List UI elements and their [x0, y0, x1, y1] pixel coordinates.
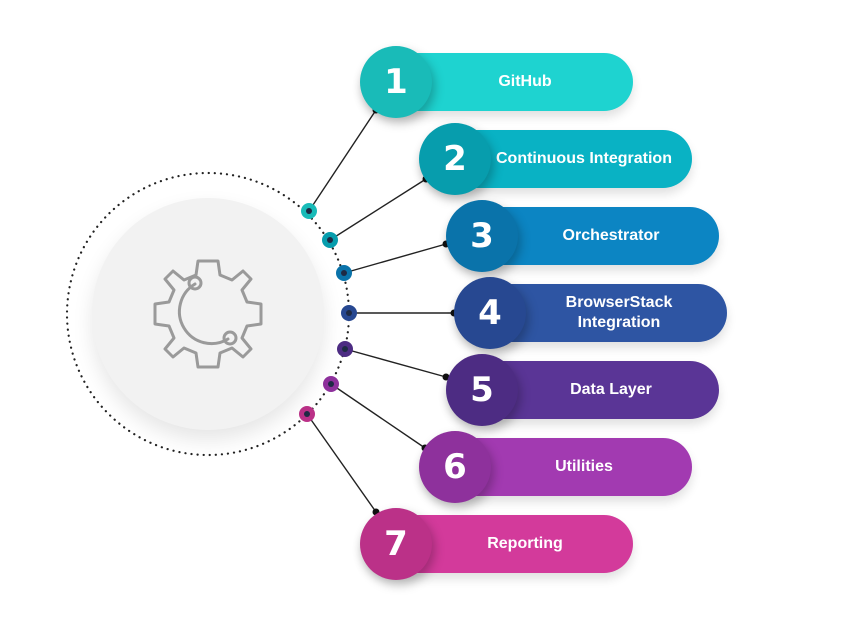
step-7-pill: Reporting 7 — [360, 508, 633, 580]
ring-dot-core-5 — [342, 346, 348, 352]
step-6-label: Utilities — [555, 458, 613, 475]
step-3-label: Orchestrator — [562, 227, 660, 244]
connector-line-3 — [343, 243, 447, 274]
step-6-number-badge: 6 — [419, 431, 491, 503]
step-7-label: Reporting — [487, 535, 563, 552]
connector-line-6 — [330, 383, 426, 449]
connector-line-2 — [329, 178, 427, 241]
gear-icon — [153, 259, 263, 369]
step-2-number-badge: 2 — [419, 123, 491, 195]
step-4-label: BrowserStack Integration — [565, 294, 673, 331]
ring-dot-core-7 — [304, 411, 310, 417]
ring-dot-core-2 — [327, 237, 333, 243]
ring-dot-core-4 — [346, 310, 352, 316]
step-4-number-badge: 4 — [454, 277, 526, 349]
step-5-pill: Data Layer 5 — [446, 354, 719, 426]
connector-line-1 — [308, 109, 377, 212]
ring-dot-core-6 — [328, 381, 334, 387]
connector-line-7 — [306, 413, 377, 513]
step-3-number-badge: 3 — [446, 200, 518, 272]
step-1-pill: GitHub 1 — [360, 46, 633, 118]
step-1-label: GitHub — [498, 73, 552, 90]
connector-line-5 — [344, 348, 447, 378]
step-7-number-badge: 7 — [360, 508, 432, 580]
step-4-pill: BrowserStack Integration 4 — [454, 277, 727, 349]
step-5-label: Data Layer — [570, 381, 652, 398]
gear-outline — [153, 259, 263, 369]
ring-dot-core-3 — [341, 270, 347, 276]
step-1-number-badge: 1 — [360, 46, 432, 118]
step-3-pill: Orchestrator 3 — [446, 200, 719, 272]
step-6-pill: Utilities 6 — [419, 431, 692, 503]
center-hub — [92, 198, 324, 430]
step-5-number-badge: 5 — [446, 354, 518, 426]
inner-arc — [177, 282, 230, 346]
step-2-label: Continuous Integration — [496, 150, 672, 167]
step-2-pill: Continuous Integration 2 — [419, 123, 692, 195]
ring-dot-core-1 — [306, 208, 312, 214]
